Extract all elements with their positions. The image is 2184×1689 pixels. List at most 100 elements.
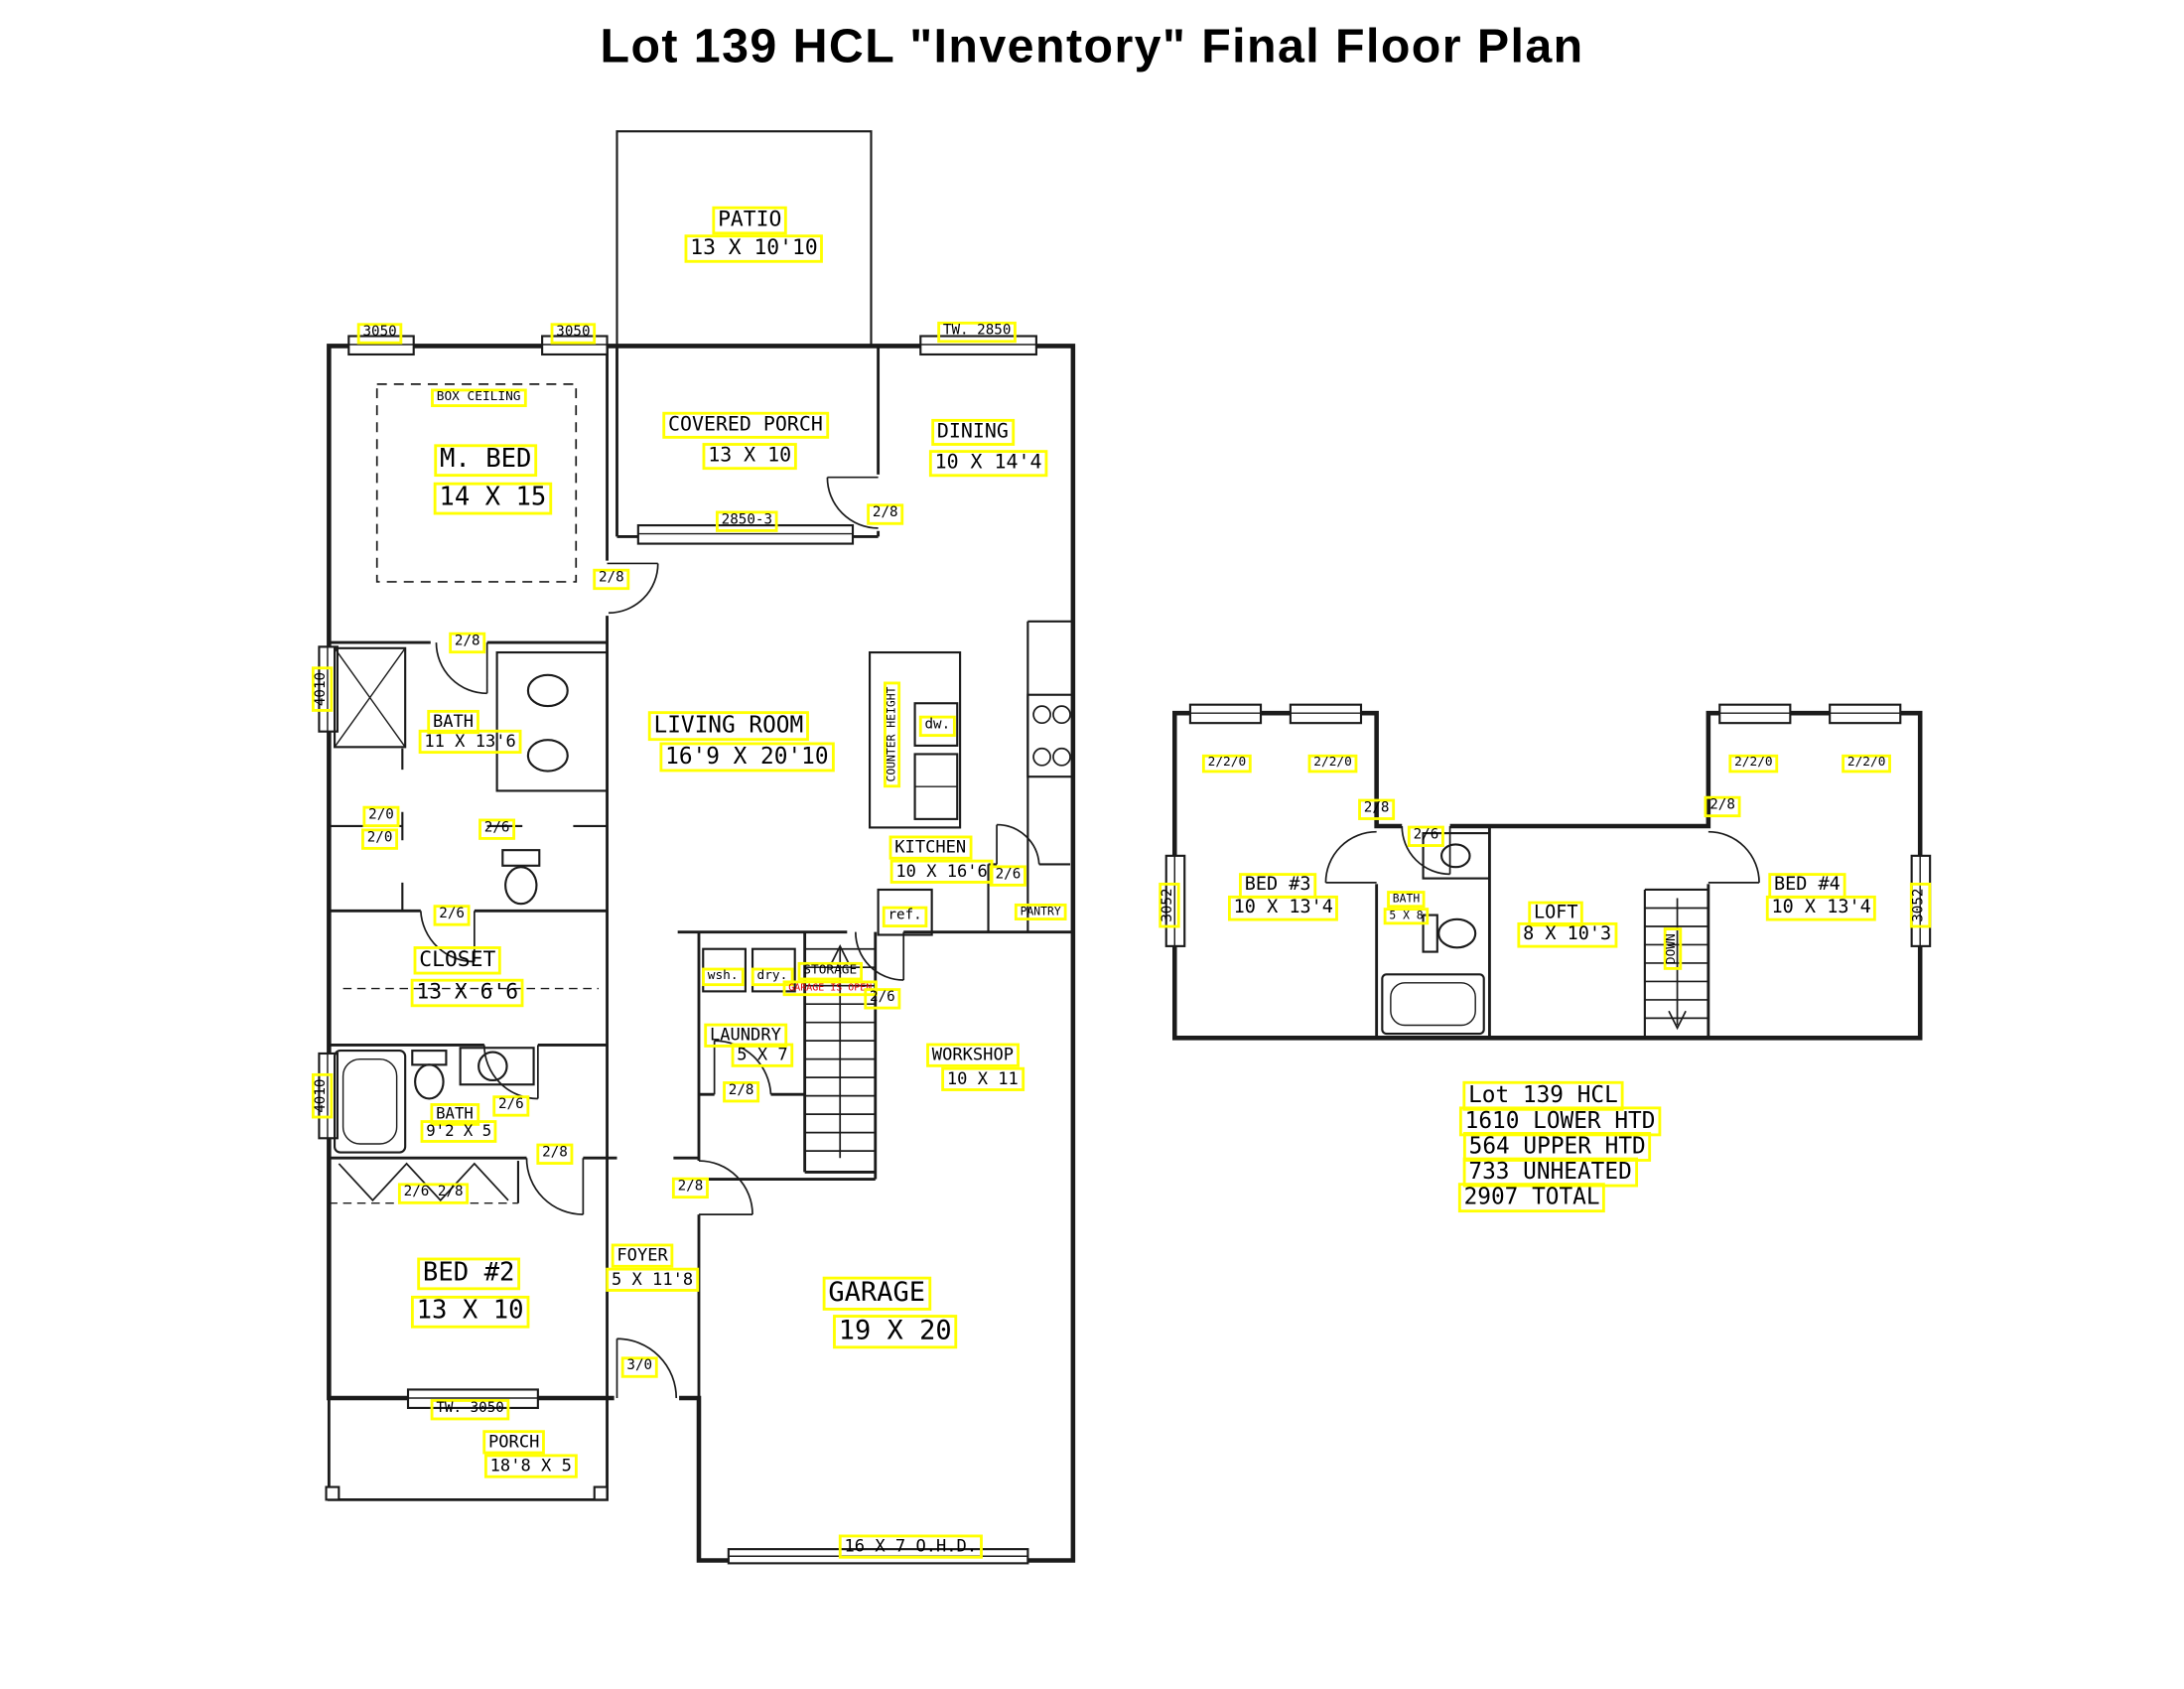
closet-name: CLOSET: [413, 946, 502, 975]
bed2-name: BED #2: [417, 1257, 521, 1291]
door-2-8-bed3: 2/8: [1358, 798, 1396, 820]
refrigerator-icon: [877, 888, 933, 936]
door-2-6-pantry: 2/6: [989, 865, 1026, 887]
dining-dims: 10 X 14'4: [928, 450, 1048, 477]
window-2-2-0-a: 2/2/0: [1201, 754, 1252, 774]
bathtub-icon: [333, 1050, 407, 1154]
stairs-down-label: DOWN: [1663, 927, 1683, 970]
porch-post: [593, 1485, 609, 1501]
window-2-2-0-b: 2/2/0: [1307, 754, 1358, 774]
door-2-0-a: 2/0: [362, 805, 400, 827]
master-bed-name: M. BED: [434, 444, 538, 477]
covered-porch-name: COVERED PORCH: [662, 411, 829, 439]
bath3-name: BATH: [1387, 891, 1426, 909]
door-2-6-mbath: 2/6: [478, 818, 516, 840]
door-2-6-2-8-closet: 2/6 2/8: [397, 1183, 470, 1204]
porch-post: [325, 1485, 341, 1501]
window-4010-b: 4010: [311, 1072, 333, 1119]
foyer-name: FOYER: [611, 1243, 674, 1268]
dining-name: DINING: [931, 418, 1015, 446]
laundry-dims: 5 X 7: [731, 1043, 794, 1067]
garage-ohd-label: 16 X 7 O.H.D.: [838, 1534, 983, 1559]
washer-label: wsh.: [702, 967, 745, 987]
master-bed-dims: 14 X 15: [433, 482, 552, 515]
garage-dims: 19 X 20: [833, 1315, 958, 1349]
door-3-0-front: 3/0: [620, 1356, 658, 1378]
window-2-2-0-d: 2/2/0: [1842, 754, 1892, 774]
storage-name: STORAGE: [797, 961, 863, 982]
window-tw-3050: TW. 3050: [430, 1399, 510, 1420]
window-2-2-0-c: 2/2/0: [1728, 754, 1779, 774]
door-2-8-mbath: 2/8: [449, 632, 486, 653]
door-2-6-bath2: 2/6: [492, 1095, 530, 1116]
page-title: Lot 139 HCL "Inventory" Final Floor Plan: [600, 19, 1584, 73]
door-2-8-bed4: 2/8: [1704, 795, 1741, 817]
window-3050-b: 3050: [550, 323, 597, 344]
patio-dims: 13 X 10'10: [684, 234, 824, 263]
door-2-6-stairs: 2/6: [864, 988, 901, 1009]
vanity-double-sink: [495, 650, 609, 792]
closet-dims: 13 X 6'6: [410, 978, 524, 1007]
loft-dims: 8 X 10'3: [1517, 921, 1617, 948]
door-2-6-closet: 2/6: [433, 905, 471, 925]
walls: [327, 130, 1923, 1563]
window-3052-a: 3052: [1159, 882, 1179, 928]
door-2-0-b: 2/0: [361, 828, 399, 850]
pantry-name: PANTRY: [1014, 903, 1067, 921]
foyer-dims: 5 X 11'8: [606, 1267, 699, 1292]
window-2850-3: 2850-3: [715, 510, 778, 532]
bed3-dims: 10 X 13'4: [1227, 895, 1339, 921]
porch-dims: 18'8 X 5: [483, 1454, 578, 1478]
stairs-main: [804, 943, 876, 1159]
dryer-label: dry.: [751, 967, 794, 987]
summary-total: 2907 TOTAL: [1457, 1183, 1606, 1212]
covered-porch-dims: 13 X 10: [702, 443, 797, 470]
bifold-doors: [338, 1162, 509, 1202]
porch-name: PORCH: [482, 1430, 546, 1454]
bath2-name: BATH: [430, 1103, 479, 1126]
shower: [333, 646, 407, 749]
counter-height-note: COUNTER HEIGHT: [884, 680, 901, 788]
patio-name: PATIO: [712, 206, 787, 234]
living-room-name: LIVING ROOM: [647, 711, 809, 741]
door-2-8-garage: 2/8: [671, 1177, 709, 1198]
box-ceiling-note: BOX CEILING: [431, 388, 527, 408]
kitchen-name: KITCHEN: [888, 835, 972, 860]
toilet-icon: [411, 1050, 448, 1100]
stairs-upper: [1644, 898, 1708, 1031]
toilet-icon: [501, 849, 541, 906]
window-3052-b: 3052: [1909, 882, 1931, 928]
fridge-label: ref.: [882, 906, 928, 927]
living-room-dims: 16'9 X 20'10: [659, 742, 835, 773]
door-2-8-mbed: 2/8: [593, 568, 630, 590]
workshop-dims: 10 X 11: [941, 1066, 1024, 1091]
bed4-name: BED #4: [1768, 873, 1846, 899]
windows: [318, 335, 1932, 1565]
bed4-dims: 10 X 13'4: [1765, 895, 1877, 921]
mbath-dims: 11 X 13'6: [418, 729, 522, 754]
cooktop-icon: [1026, 693, 1074, 778]
garage-name: GARAGE: [822, 1276, 931, 1311]
door-2-8-bed2: 2/8: [536, 1143, 574, 1165]
window-4010-a: 4010: [311, 666, 333, 712]
dishwasher-label: dw.: [918, 715, 956, 737]
bed2-dims: 13 X 10: [410, 1295, 530, 1329]
bed3-name: BED #3: [1239, 873, 1317, 899]
bath3-dims: 5 X 8: [1383, 908, 1430, 925]
bath2-dims: 9'2 X 5: [420, 1120, 497, 1143]
door-swings: [419, 476, 1760, 1398]
fixtures: [325, 382, 1491, 1501]
door-2-8-laundry: 2/8: [723, 1081, 760, 1102]
kitchen-dims: 10 X 16'6: [889, 859, 994, 884]
upper-bath-fixtures: [1381, 832, 1491, 1036]
workshop-name: WORKSHOP: [926, 1043, 1020, 1067]
window-3050-a: 3050: [356, 323, 403, 344]
door-2-8-porch: 2/8: [867, 503, 904, 524]
wall-opening-cuts: [614, 474, 1718, 1408]
sink-icon: [459, 1047, 535, 1086]
door-2-6-bath3: 2/6: [1407, 825, 1444, 847]
window-tw-2850: TW. 2850: [937, 321, 1018, 343]
